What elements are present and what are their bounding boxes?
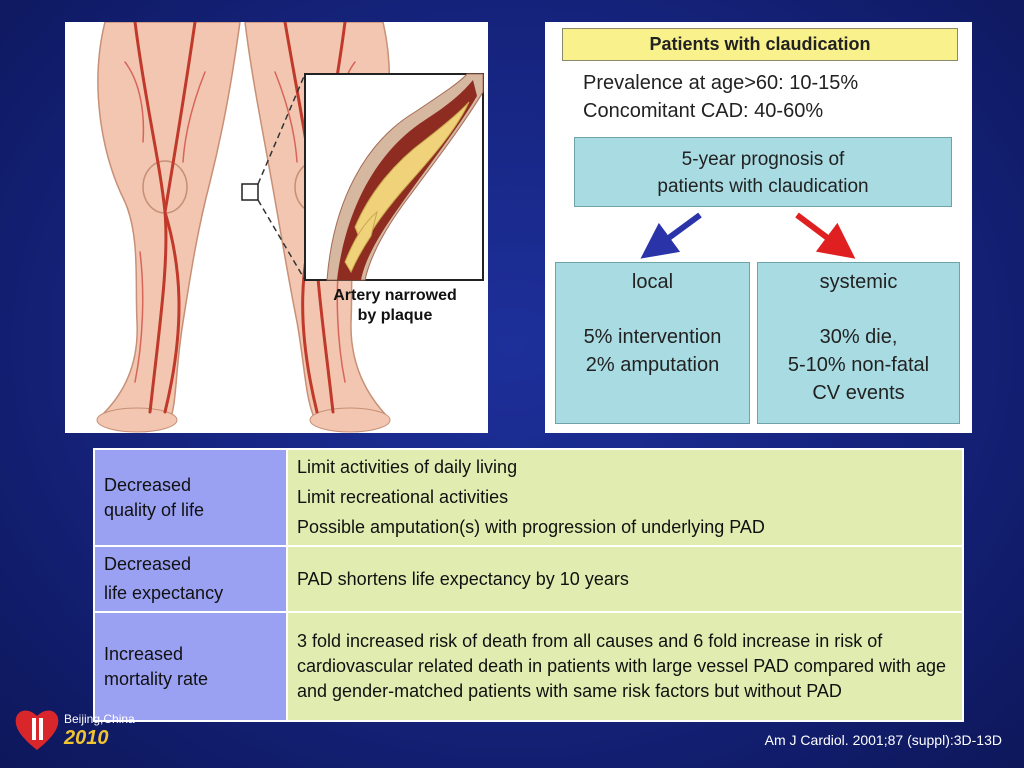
systemic-box: systemic 30% die, 5-10% non-fatal CV eve… <box>757 262 960 424</box>
table-row: Decreased life expectancy PAD shortens l… <box>93 545 964 613</box>
local-box: local 5% intervention 2% amputation <box>555 262 750 424</box>
systemic-arrow <box>795 212 856 259</box>
row-label-line2: quality of life <box>104 499 205 520</box>
prognosis-line2: patients with claudication <box>657 176 869 197</box>
heart-logo-icon <box>15 710 59 750</box>
leg-illustration <box>96 22 484 433</box>
zoom-label-line2: by plaque <box>357 307 433 324</box>
cad-text: Concomitant CAD: 40-60% <box>583 100 824 122</box>
local-line2: 2% amputation <box>585 354 720 376</box>
systemic-heading: systemic <box>819 271 898 293</box>
prevalence-text: Prevalence at age>60: 10-15% <box>583 72 859 94</box>
row-text: PAD shortens life expectancy by 10 years <box>286 545 964 613</box>
row-label-line1: Decreased <box>104 554 192 574</box>
zoom-label: Artery narrowed by plaque <box>305 286 485 326</box>
citation: Am J Cardiol. 2001;87 (suppl):3D-13D <box>764 732 1002 748</box>
claudication-panel: Patients with claudication Prevalence at… <box>545 22 972 433</box>
claudication-title: Patients with claudication <box>562 28 958 61</box>
logo-year: 2010 <box>64 727 109 749</box>
prognosis-box: 5-year prognosis of patients with claudi… <box>574 137 952 207</box>
row-label: Decreased life expectancy <box>93 545 288 613</box>
table-row: Increased mortality rate 3 fold increase… <box>93 611 964 722</box>
row-text-line: Limit activities of daily living <box>297 457 518 477</box>
systemic-line3: CV events <box>812 382 905 404</box>
row-text-line: Limit recreational activities <box>297 487 509 507</box>
local-arrow <box>640 212 702 259</box>
prognosis-line1: 5-year prognosis of <box>681 149 845 170</box>
table-row: Decreased quality of life Limit activiti… <box>93 448 964 547</box>
row-label-line2: mortality rate <box>104 668 209 689</box>
row-text: 3 fold increased risk of death from all … <box>286 611 964 722</box>
zoom-label-line1: Artery narrowed <box>333 287 457 304</box>
summary-table: Decreased quality of life Limit activiti… <box>93 448 964 722</box>
systemic-line1: 30% die, <box>819 326 898 348</box>
row-label-line1: Decreased <box>104 474 192 495</box>
row-text-line: Possible amputation(s) with progression … <box>297 517 765 537</box>
row-label: Increased mortality rate <box>93 611 288 722</box>
logo-city: Beijing,China <box>64 712 135 726</box>
row-text: Limit activities of daily living Limit r… <box>286 448 964 547</box>
row-label-line2: life expectancy <box>104 583 224 603</box>
local-line1: 5% intervention <box>583 326 722 348</box>
leg-illustration-panel: Artery narrowed by plaque <box>65 22 488 433</box>
systemic-line2: 5-10% non-fatal <box>787 354 930 376</box>
local-heading: local <box>631 271 674 293</box>
row-label-line1: Increased <box>104 643 184 664</box>
row-label: Decreased quality of life <box>93 448 288 547</box>
